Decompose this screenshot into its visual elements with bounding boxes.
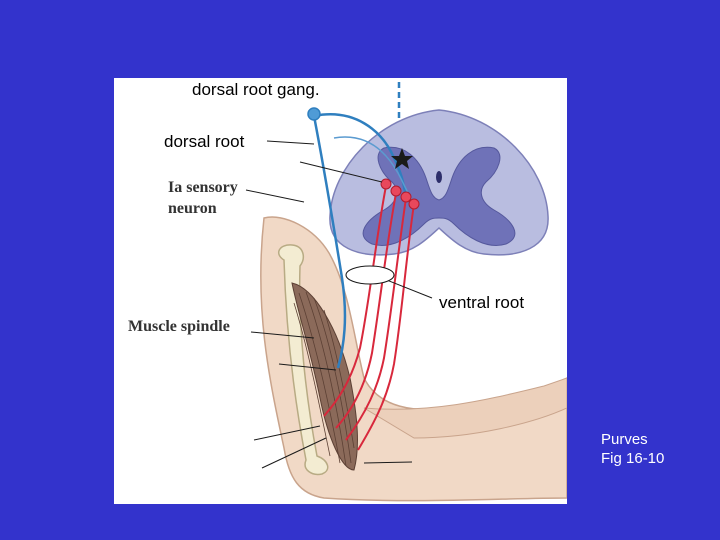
- ia-sensory-label-line2: neuron: [168, 200, 217, 217]
- credit-line1: Purves: [601, 431, 648, 448]
- ventral-root-marker: [345, 265, 395, 285]
- label-pointers: [245, 140, 433, 469]
- ventral-root-label: ventral root: [439, 293, 525, 312]
- spinal-cord: [329, 109, 549, 256]
- dorsal-root-ganglion-label: dorsal root gang.: [192, 80, 320, 99]
- motor-neuron-cells: [380, 178, 420, 210]
- reflex-diagram: dorsal root gang. dorsal root Ia sensory…: [114, 78, 567, 504]
- interneuron-star: [391, 148, 413, 169]
- dorsal-root-ganglion-cell: [307, 107, 321, 121]
- central-canal: [436, 171, 442, 183]
- humerus-bone: [277, 244, 329, 476]
- figure-credit: Purves Fig 16-10: [601, 430, 664, 468]
- forearm-skin: [363, 377, 567, 439]
- motor-neurons: [323, 185, 415, 451]
- muscle-spindle-label: Muscle spindle: [128, 318, 230, 335]
- ia-sensory-label-line1: Ia sensory: [168, 179, 238, 196]
- credit-line2: Fig 16-10: [601, 450, 665, 467]
- reflex-illustration: [245, 82, 567, 502]
- dorsal-root-label: dorsal root: [164, 132, 245, 151]
